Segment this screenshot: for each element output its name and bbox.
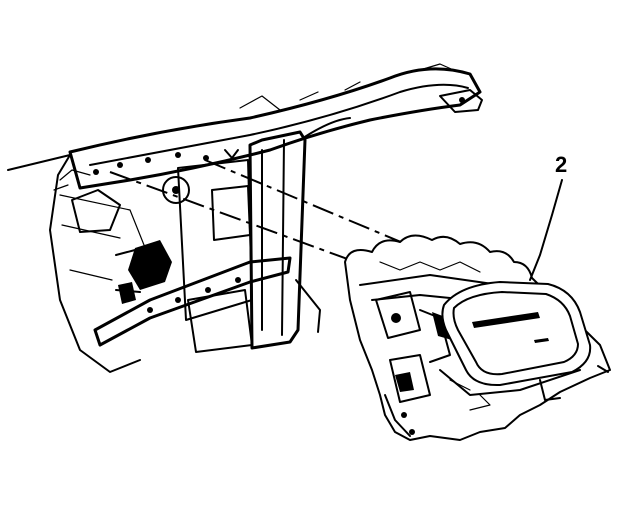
- round-bracket-hole: [172, 186, 180, 194]
- lower-box: [187, 289, 253, 353]
- module-hole-2: [409, 429, 415, 435]
- support-edges: [261, 139, 285, 336]
- callout-2: 2: [529, 152, 567, 281]
- support-curve: [299, 117, 351, 141]
- reference-line: [7, 154, 71, 171]
- cover-small-mark: [534, 338, 549, 343]
- beam-hole-4: [203, 155, 209, 161]
- beam-hole-3: [175, 152, 181, 158]
- alignment-lines: [109, 159, 421, 269]
- module-left-flange: [384, 394, 411, 437]
- instrument-panel-frame: [7, 63, 483, 373]
- beam-end-bracket: [439, 89, 483, 113]
- round-bracket: [162, 176, 190, 204]
- airbag-module: [344, 234, 611, 441]
- bolt-hole: [459, 97, 465, 103]
- left-vent: [71, 189, 121, 233]
- brace-hole-3: [205, 287, 211, 293]
- left-clips: [53, 169, 91, 191]
- column-clip: [118, 282, 136, 304]
- module-ribs: [379, 261, 481, 273]
- module-hole-1: [401, 412, 407, 418]
- module-lower-bracket: [389, 354, 431, 403]
- beam-ribs: [239, 63, 459, 111]
- left-panel-outline: [49, 154, 141, 373]
- brace-hole-2: [175, 297, 181, 303]
- callout-label: 2: [555, 152, 567, 177]
- cover-logotype-mark: [472, 312, 540, 328]
- module-bolt: [391, 313, 401, 323]
- lower-brace: [93, 256, 292, 347]
- module-bracket: [375, 291, 421, 339]
- center-support: [248, 130, 307, 350]
- brace-hole-4: [235, 277, 241, 283]
- module-bottom-details: [449, 379, 491, 411]
- center-window: [211, 185, 251, 241]
- column-mount: [128, 240, 172, 290]
- center-box: [177, 159, 253, 321]
- beam-crease: [89, 83, 469, 166]
- brace-hole-1: [147, 307, 153, 313]
- top-clip: [224, 149, 239, 159]
- support-foot: [295, 279, 321, 333]
- beam-hole-2: [145, 157, 151, 163]
- alignment-line-lower: [109, 171, 373, 269]
- beam-hole-1: [117, 162, 123, 168]
- callout-leader: [529, 179, 563, 281]
- beam-hole-5: [93, 169, 99, 175]
- airbag-cover: [441, 281, 592, 387]
- module-tab: [539, 379, 561, 401]
- lower-bracket-fill: [395, 372, 414, 392]
- airbag-cover-inner: [452, 291, 579, 376]
- module-tip: [597, 365, 609, 373]
